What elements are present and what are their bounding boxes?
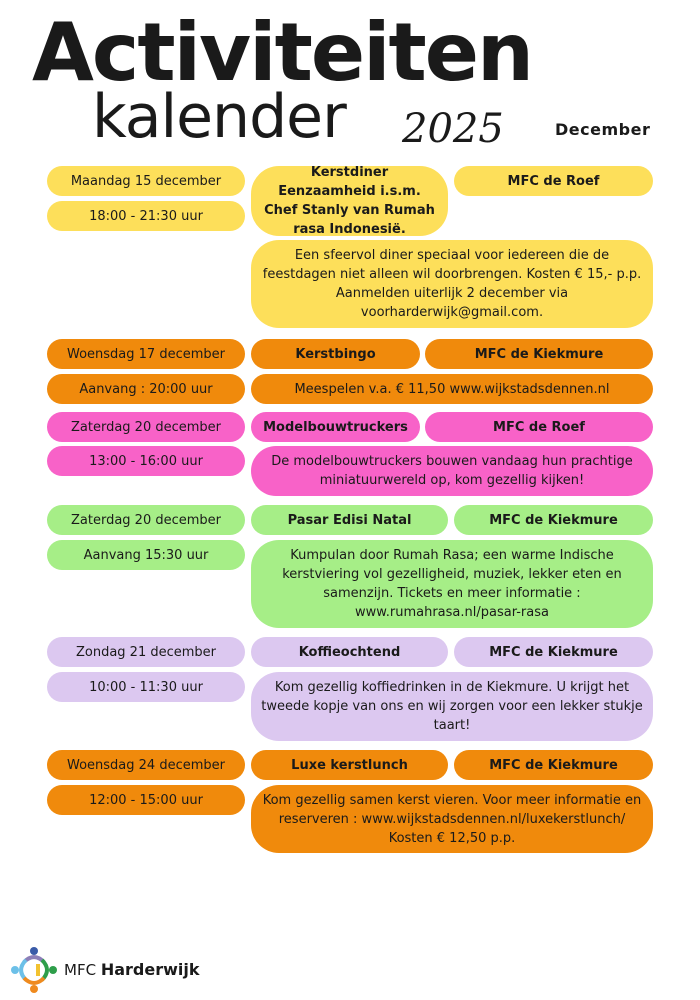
event-time: 13:00 - 16:00 uur <box>47 446 245 476</box>
mfc-logo-icon <box>11 947 57 993</box>
event-title: Luxe kerstlunch <box>251 750 448 780</box>
logo-prefix: MFC <box>64 961 97 979</box>
event-description: Kumpulan door Rumah Rasa; een warme Indi… <box>251 540 653 628</box>
event-title: Kerstbingo <box>251 339 420 369</box>
event-title: Kerstdiner Eenzaamheid i.s.m. Chef Stanl… <box>251 165 448 237</box>
event-date: Woensdag 24 december <box>47 750 245 780</box>
event-time: 12:00 - 15:00 uur <box>47 785 245 815</box>
event-description: Kom gezellig samen kerst vieren. Voor me… <box>251 785 653 853</box>
logo-name: Harderwijk <box>100 960 200 979</box>
event-time: Aanvang : 20:00 uur <box>47 374 245 404</box>
event-date: Zaterdag 20 december <box>47 412 245 442</box>
event-title: Pasar Edisi Natal <box>251 505 448 535</box>
logo-text: MFC Harderwijk <box>64 960 200 979</box>
event-date: Zondag 21 december <box>47 637 245 667</box>
event-location: MFC de Roef <box>425 412 653 442</box>
event-location: MFC de Kiekmure <box>454 505 653 535</box>
event-time: 10:00 - 11:30 uur <box>47 672 245 702</box>
event-time: Aanvang 15:30 uur <box>47 540 245 570</box>
year: 2025 <box>402 106 504 152</box>
event-title: Koffieochtend <box>251 637 448 667</box>
event-date: Zaterdag 20 december <box>47 505 245 535</box>
event-location: MFC de Roef <box>454 166 653 196</box>
event-date: Woensdag 17 december <box>47 339 245 369</box>
event-location: MFC de Kiekmure <box>454 637 653 667</box>
page-subtitle: kalender <box>92 82 347 152</box>
event-title: Modelbouwtruckers <box>251 412 420 442</box>
event-description: Meespelen v.a. € 11,50 www.wijkstadsdenn… <box>251 374 653 404</box>
event-location: MFC de Kiekmure <box>454 750 653 780</box>
month: December <box>555 120 651 139</box>
event-description: De modelbouwtruckers bouwen vandaag hun … <box>251 446 653 496</box>
event-description: Een sfeervol diner speciaal voor iederee… <box>251 240 653 328</box>
event-time: 18:00 - 21:30 uur <box>47 201 245 231</box>
page-title: Activiteiten <box>32 6 534 99</box>
event-date: Maandag 15 december <box>47 166 245 196</box>
event-description: Kom gezellig koffiedrinken in de Kiekmur… <box>251 672 653 741</box>
event-location: MFC de Kiekmure <box>425 339 653 369</box>
